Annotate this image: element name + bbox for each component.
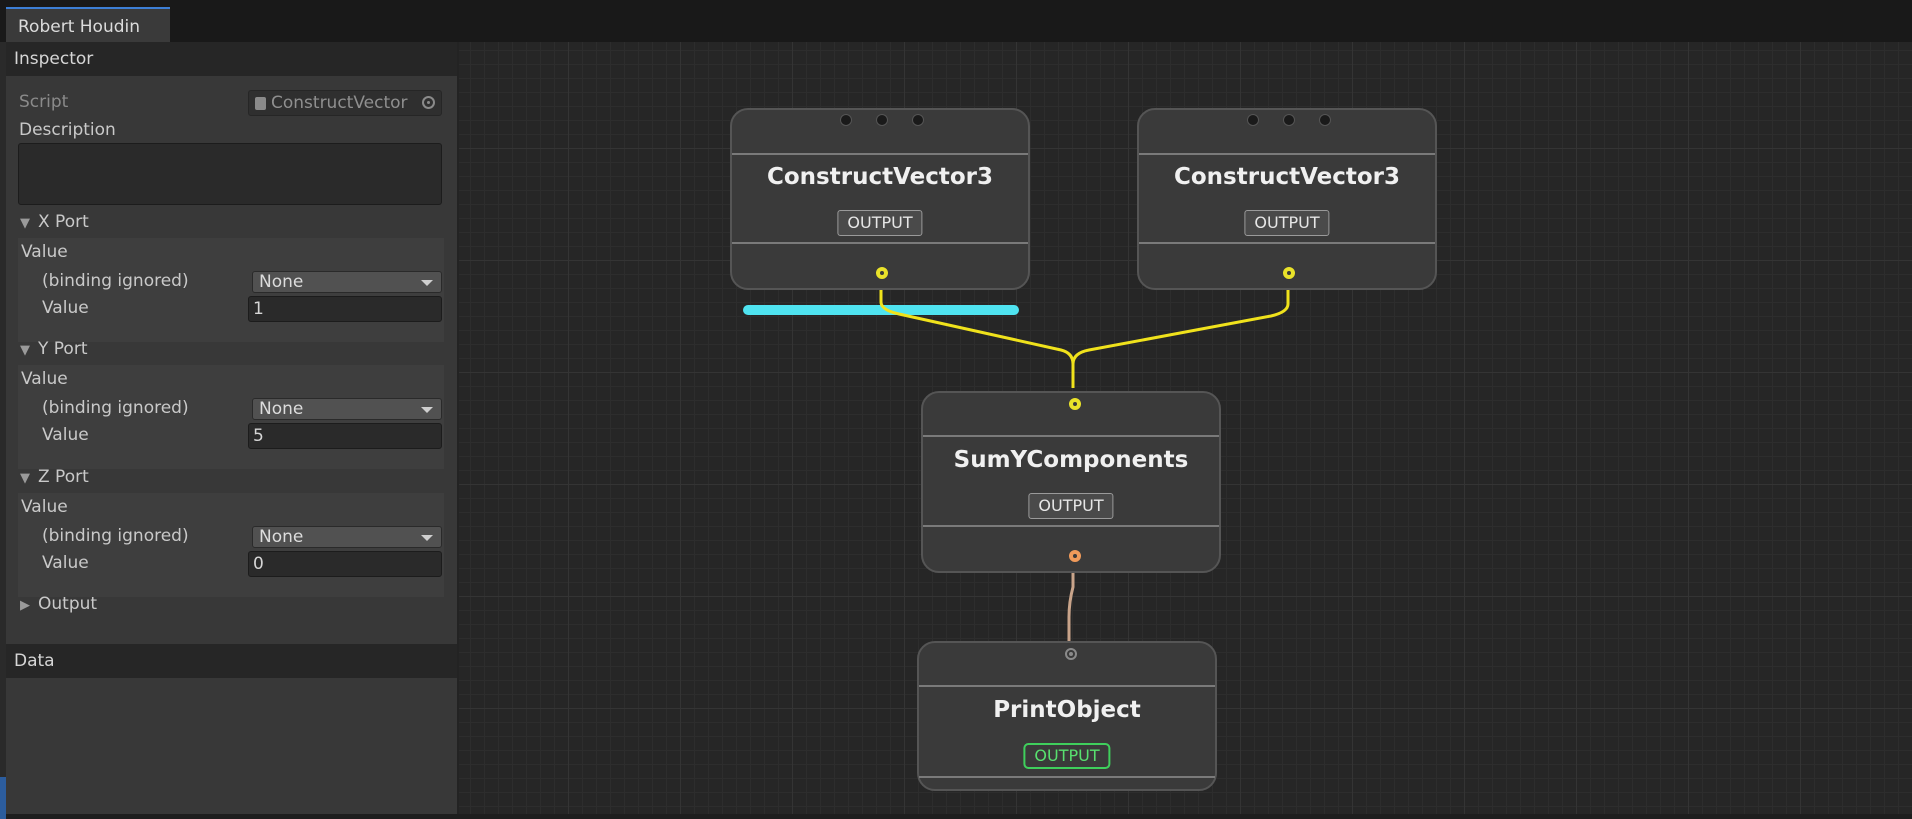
- divider: [732, 153, 1028, 155]
- divider: [919, 776, 1215, 778]
- selection-highlight: [743, 305, 1019, 315]
- output-button[interactable]: OUTPUT: [1244, 210, 1330, 236]
- y-value-input[interactable]: 5: [248, 423, 442, 449]
- description-input[interactable]: [18, 143, 442, 205]
- divider: [1139, 242, 1435, 244]
- x-binding-label: (binding ignored): [42, 271, 189, 291]
- script-value: ConstructVector: [271, 93, 408, 113]
- output-port[interactable]: [876, 267, 888, 279]
- output-port[interactable]: [1283, 267, 1295, 279]
- triangle-down-icon: ▼: [20, 216, 30, 231]
- z-port-title: Z Port: [38, 467, 89, 487]
- triangle-down-icon: ▼: [20, 471, 30, 486]
- caret-down-icon: [421, 280, 433, 286]
- input-port[interactable]: [876, 114, 888, 126]
- node-construct-vector3-2[interactable]: ConstructVector3 OUTPUT: [1137, 108, 1437, 290]
- divider: [1139, 153, 1435, 155]
- graph-canvas[interactable]: ConstructVector3 OUTPUT ConstructVector3…: [459, 42, 1912, 814]
- data-header: Data: [6, 644, 457, 678]
- z-value-label: Value: [42, 553, 89, 573]
- node-title: PrintObject: [993, 697, 1141, 723]
- caret-down-icon: [421, 535, 433, 541]
- divider: [923, 435, 1219, 437]
- inspector-header: Inspector: [6, 42, 457, 76]
- y-binding-dropdown[interactable]: None: [252, 398, 442, 420]
- wire-vector-2[interactable]: [1071, 278, 1290, 365]
- wire-layer: [743, 278, 1290, 642]
- input-port[interactable]: [1069, 398, 1081, 410]
- script-field[interactable]: ConstructVector: [248, 90, 442, 116]
- title-bar: Robert Houdin: [0, 0, 1912, 43]
- x-value-label: Value: [42, 298, 89, 318]
- output-title: Output: [38, 594, 98, 614]
- target-icon[interactable]: [422, 96, 435, 109]
- window-tab[interactable]: Robert Houdin: [6, 7, 170, 42]
- input-port[interactable]: [1065, 648, 1077, 660]
- z-value-heading: Value: [21, 497, 68, 517]
- x-binding-dropdown[interactable]: None: [252, 271, 442, 293]
- x-value-input[interactable]: 1: [248, 296, 442, 322]
- y-value-label: Value: [42, 425, 89, 445]
- description-label: Description: [19, 120, 116, 140]
- foldout-x-port[interactable]: ▼ X Port: [20, 212, 89, 232]
- left-edge: [0, 42, 6, 819]
- x-binding-value: None: [259, 272, 304, 292]
- input-port[interactable]: [1247, 114, 1259, 126]
- divider: [923, 525, 1219, 527]
- edge-highlight: [0, 777, 6, 819]
- input-port[interactable]: [1319, 114, 1331, 126]
- triangle-down-icon: ▼: [20, 343, 30, 358]
- node-title: ConstructVector3: [766, 164, 993, 190]
- y-port-title: Y Port: [38, 339, 88, 359]
- script-file-icon: [255, 97, 266, 110]
- y-value-heading: Value: [21, 369, 68, 389]
- triangle-right-icon: ▶: [20, 598, 30, 613]
- x-value-heading: Value: [21, 242, 68, 262]
- z-value-input[interactable]: 0: [248, 551, 442, 577]
- node-title: SumYComponents: [953, 447, 1189, 473]
- wire-vector-1[interactable]: [879, 278, 1075, 388]
- output-button[interactable]: OUTPUT: [1028, 493, 1114, 519]
- foldout-z-port[interactable]: ▼ Z Port: [20, 467, 89, 487]
- output-button[interactable]: OUTPUT: [1023, 743, 1111, 769]
- inspector-panel: Inspector Script ConstructVector Descrip…: [6, 42, 459, 814]
- divider: [732, 242, 1028, 244]
- foldout-y-port[interactable]: ▼ Y Port: [20, 339, 88, 359]
- input-port[interactable]: [1283, 114, 1295, 126]
- y-binding-label: (binding ignored): [42, 398, 189, 418]
- input-port[interactable]: [840, 114, 852, 126]
- x-port-title: X Port: [38, 212, 89, 232]
- foldout-output[interactable]: ▶ Output: [20, 594, 97, 614]
- z-binding-label: (binding ignored): [42, 526, 189, 546]
- node-title: ConstructVector3: [1173, 164, 1400, 190]
- node-sum-y-components[interactable]: SumYComponents OUTPUT: [921, 391, 1221, 573]
- y-binding-value: None: [259, 399, 304, 419]
- input-port[interactable]: [912, 114, 924, 126]
- z-binding-dropdown[interactable]: None: [252, 526, 442, 548]
- node-print-object[interactable]: PrintObject OUTPUT: [917, 641, 1217, 791]
- output-button[interactable]: OUTPUT: [837, 210, 923, 236]
- caret-down-icon: [421, 407, 433, 413]
- output-port[interactable]: [1069, 550, 1081, 562]
- divider: [919, 685, 1215, 687]
- script-label: Script: [19, 92, 69, 112]
- wire-number[interactable]: [1067, 556, 1075, 642]
- z-binding-value: None: [259, 527, 304, 547]
- node-construct-vector3-1[interactable]: ConstructVector3 OUTPUT: [730, 108, 1030, 290]
